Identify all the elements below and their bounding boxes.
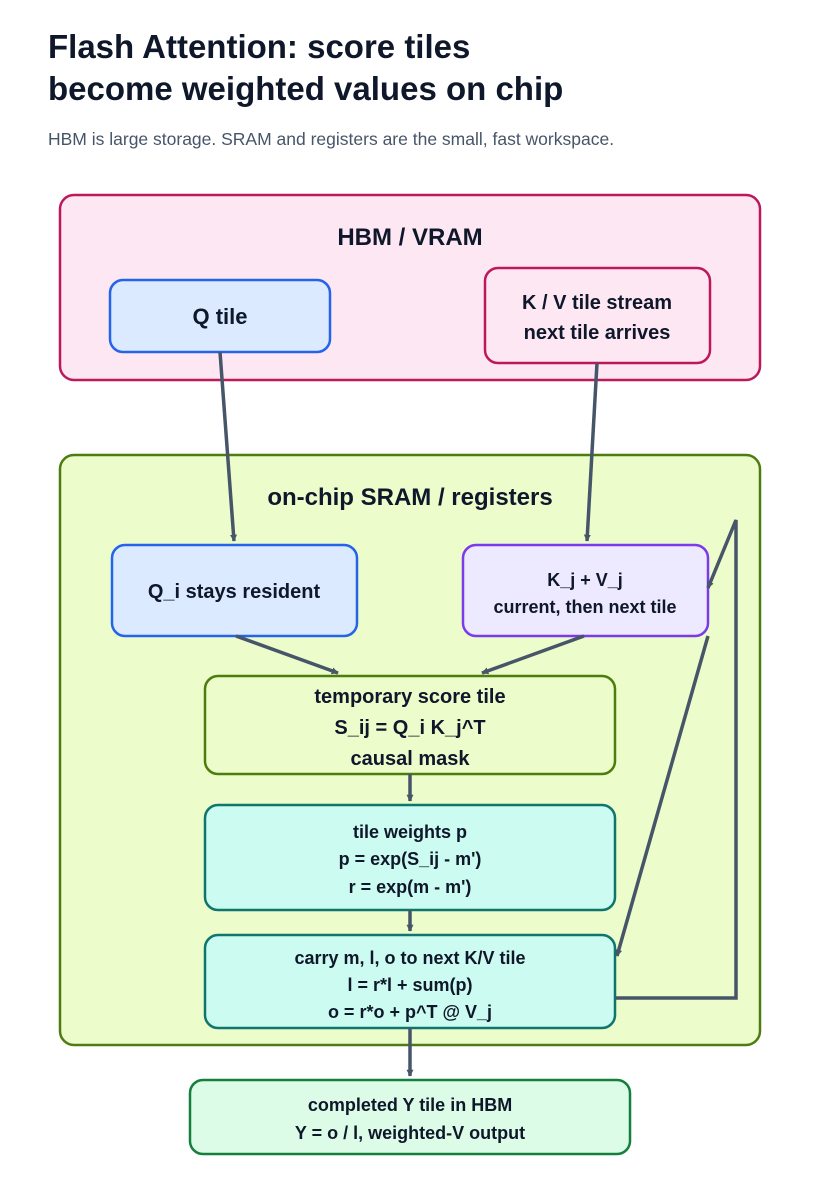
carry-line-1: carry m, l, o to next K/V tile <box>294 948 525 968</box>
kv-stream-line-1: K / V tile stream <box>522 292 672 314</box>
tile-weights-line-3: r = exp(m - m') <box>349 877 472 897</box>
q-resident-node: Q_i stays resident <box>110 543 359 638</box>
loop-carry-to-next-kv <box>615 519 738 1000</box>
arrow-q-tile-to-q-resident <box>218 351 238 542</box>
tile-weights-node: tile weights p p = exp(S_ij - m') r = ex… <box>203 803 617 912</box>
arrow-kv-current-to-score <box>481 634 585 675</box>
q-tile-label: Q tile <box>192 304 247 329</box>
kv-current-line-1: K_j + V_j <box>547 570 623 590</box>
page-title: Flash Attention: score tiles become weig… <box>48 26 768 110</box>
tile-weights-line-2: p = exp(S_ij - m') <box>339 849 482 869</box>
title-line-2: become weighted values on chip <box>48 70 564 107</box>
arrow-kv-current-to-carry <box>615 635 710 957</box>
kv-stream-node: K / V tile stream next tile arrives <box>483 266 712 365</box>
output-line-2: Y = o / l, weighted-V output <box>295 1123 525 1143</box>
arrow-kv-stream-to-kv-current <box>583 362 599 542</box>
q-tile-node: Q tile <box>108 278 332 354</box>
tile-weights-line-1: tile weights p <box>353 822 467 842</box>
hbm-region-label: HBM / VRAM <box>337 224 482 251</box>
q-resident-label: Q_i stays resident <box>148 581 321 603</box>
score-tile-line-1: temporary score tile <box>314 686 505 708</box>
output-node: completed Y tile in HBM Y = o / l, weigh… <box>188 1078 632 1156</box>
score-tile-line-3: causal mask <box>351 748 471 770</box>
carry-line-2: l = r*l + sum(p) <box>347 975 472 995</box>
kv-current-line-2: current, then next tile <box>493 597 676 617</box>
score-tile-node: temporary score tile S_ij = Q_i K_j^T ca… <box>203 674 617 776</box>
title-line-1: Flash Attention: score tiles <box>48 28 471 65</box>
score-tile-line-2: S_ij = Q_i K_j^T <box>334 717 485 739</box>
carry-node: carry m, l, o to next K/V tile l = r*l +… <box>203 933 617 1030</box>
kv-current-node: K_j + V_j current, then next tile <box>461 543 710 638</box>
kv-stream-line-2: next tile arrives <box>524 322 671 344</box>
carry-line-3: o = r*o + p^T @ V_j <box>328 1002 492 1022</box>
page-subtitle: HBM is large storage. SRAM and registers… <box>48 129 615 149</box>
arrow-q-resident-to-score <box>235 634 339 675</box>
sram-region-label: on-chip SRAM / registers <box>267 484 552 511</box>
output-line-1: completed Y tile in HBM <box>308 1095 512 1115</box>
